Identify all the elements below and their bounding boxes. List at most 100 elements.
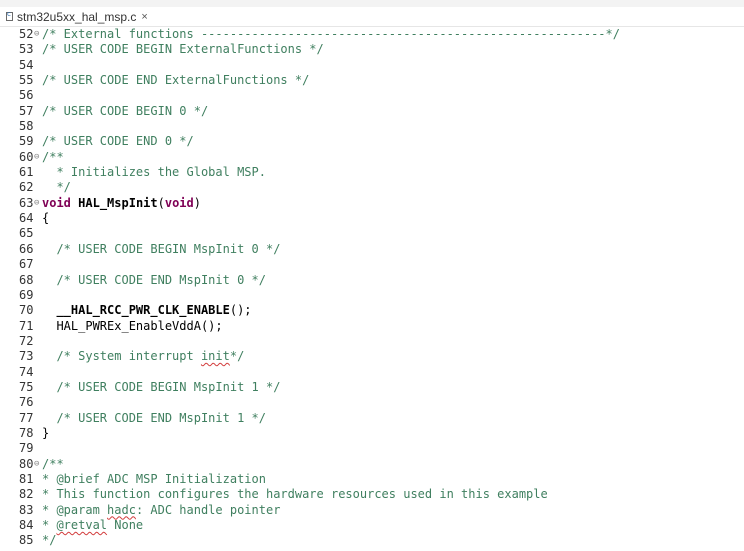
code-line[interactable]: 68 /* USER CODE END MspInit 0 */ [0, 273, 744, 288]
fold-toggle-icon[interactable]: ⊖ [34, 29, 40, 39]
line-number: 66 [19, 241, 34, 256]
code-text: /* USER CODE END MspInit 0 */ [42, 273, 266, 288]
code-token: init [200, 349, 230, 364]
code-token: @retval [56, 518, 108, 532]
code-token: /* USER CODE END 0 */ [42, 134, 194, 149]
code-line[interactable]: 75 /* USER CODE BEGIN MspInit 1 */ [0, 380, 744, 395]
close-icon[interactable]: × [141, 10, 148, 23]
code-line[interactable]: 82* This function configures the hardwar… [0, 487, 744, 502]
code-line[interactable]: 67 [0, 257, 744, 272]
code-token: HAL_MspInit [78, 195, 158, 210]
code-token: /** [42, 456, 64, 471]
line-number: 85 [19, 533, 34, 548]
code-line[interactable]: 76 [0, 395, 744, 410]
code-text: /* USER CODE END 0 */ [42, 134, 194, 149]
code-token: * Initializes the Global MSP. [42, 165, 266, 180]
code-token: void [164, 195, 194, 210]
code-text: /* USER CODE BEGIN ExternalFunctions */ [42, 42, 324, 57]
editor-tab-bar: stm32u5xx_hal_msp.c × [0, 7, 744, 27]
code-line[interactable]: 71 HAL_PWREx_EnableVddA(); [0, 319, 744, 334]
fold-toggle-icon[interactable]: ⊖ [34, 458, 40, 469]
code-line[interactable]: 73 /* System interrupt init*/ [0, 349, 744, 364]
code-token: HAL_PWREx_EnableVddA(); [42, 318, 223, 333]
line-number: 79 [19, 441, 34, 456]
line-number: 70 [19, 303, 34, 318]
code-token: * @param [42, 502, 108, 517]
line-number: 69 [19, 287, 34, 302]
code-line[interactable]: 83* @param hadc: ADC handle pointer [0, 503, 744, 518]
code-line[interactable]: 79 [0, 441, 744, 456]
code-text: /* USER CODE END MspInit 1 */ [42, 411, 266, 426]
code-line[interactable]: 85 */ [0, 533, 744, 548]
line-number: 56 [19, 88, 34, 103]
code-line[interactable]: 54 [0, 58, 744, 73]
code-line[interactable]: 80⊖/** [0, 457, 744, 472]
code-line[interactable]: 66 /* USER CODE BEGIN MspInit 0 */ [0, 242, 744, 257]
code-line[interactable]: 78} [0, 426, 744, 441]
code-line[interactable]: 63⊖void HAL_MspInit(void) [0, 196, 744, 211]
line-number: 67 [19, 257, 34, 272]
code-line[interactable]: 84 * @retval None [0, 518, 744, 533]
line-number: 76 [19, 395, 34, 410]
code-token: /* USER CODE END ExternalFunctions */ [42, 73, 310, 88]
code-line[interactable]: 70 __HAL_RCC_PWR_CLK_ENABLE(); [0, 303, 744, 318]
code-line[interactable]: 59 /* USER CODE END 0 */ [0, 134, 744, 149]
code-line[interactable]: 77 /* USER CODE END MspInit 1 */ [0, 411, 744, 426]
code-token: } [42, 425, 50, 440]
code-editor[interactable]: 52⊖/* External functions ---------------… [0, 27, 744, 551]
code-token: (); [229, 303, 252, 318]
code-token: /** [42, 149, 64, 164]
line-number: 53 [19, 42, 34, 57]
code-line[interactable]: 60⊖/** [0, 150, 744, 165]
line-number: 55 [19, 73, 34, 88]
code-line[interactable]: 55 /* USER CODE END ExternalFunctions */ [0, 73, 744, 88]
code-line[interactable]: 62 */ [0, 180, 744, 195]
line-number: 59 [19, 134, 34, 149]
code-line[interactable]: 64 { [0, 211, 744, 226]
code-text: void HAL_MspInit(void) [42, 196, 201, 211]
code-text: /* USER CODE END ExternalFunctions */ [42, 73, 309, 88]
fold-toggle-icon[interactable]: ⊖ [34, 151, 40, 162]
code-line[interactable]: 61 * Initializes the Global MSP. [0, 165, 744, 180]
tab-filename: stm32u5xx_hal_msp.c [17, 9, 137, 24]
code-text: /* System interrupt init*/ [42, 349, 244, 364]
line-number: 71 [19, 318, 34, 333]
code-token: { [42, 211, 50, 226]
code-line[interactable]: 74 [0, 365, 744, 380]
line-number: 52 [19, 27, 34, 41]
code-line[interactable]: 57/* USER CODE BEGIN 0 */ [0, 104, 744, 119]
code-token: /* USER CODE END MspInit 1 */ [42, 410, 266, 425]
code-text: * @param hadc: ADC handle pointer [42, 503, 280, 518]
line-number: 65 [19, 226, 34, 241]
code-line[interactable]: 81* @brief ADC MSP Initialization [0, 472, 744, 487]
code-text: /* USER CODE BEGIN MspInit 1 */ [42, 380, 280, 395]
line-number: 57 [19, 103, 34, 118]
code-line[interactable]: 65 [0, 226, 744, 241]
line-number: 60 [19, 149, 34, 164]
code-line[interactable]: 53 /* USER CODE BEGIN ExternalFunctions *… [0, 42, 744, 57]
editor-tab[interactable]: stm32u5xx_hal_msp.c × [0, 7, 154, 26]
fold-toggle-icon[interactable]: ⊖ [34, 197, 40, 208]
code-token: /* USER CODE BEGIN MspInit 1 */ [42, 379, 281, 394]
line-number: 68 [19, 272, 34, 287]
line-number: 77 [19, 410, 34, 425]
code-text: * @retval None [42, 518, 143, 533]
code-line[interactable]: 58 [0, 119, 744, 134]
code-token: /* USER CODE BEGIN ExternalFunctions */ [42, 42, 324, 57]
code-token: * [42, 518, 57, 532]
code-line[interactable]: 72 [0, 334, 744, 349]
line-number: 84 [19, 518, 34, 532]
code-text: */ [42, 180, 70, 195]
code-token: : ADC handle pointer [135, 502, 281, 517]
line-number: 64 [19, 211, 34, 226]
menu-strip-clipped [0, 0, 744, 7]
code-line[interactable]: 56 [0, 88, 744, 103]
code-token [42, 303, 56, 317]
code-text: */ [42, 533, 56, 548]
code-token: */ [42, 533, 57, 548]
code-line[interactable]: 69 [0, 288, 744, 303]
code-token: __HAL_RCC_PWR_CLK_ENABLE [56, 303, 230, 318]
line-number: 72 [19, 333, 34, 348]
code-line[interactable]: 52⊖/* External functions ---------------… [0, 27, 744, 42]
code-token: ) [193, 195, 201, 210]
